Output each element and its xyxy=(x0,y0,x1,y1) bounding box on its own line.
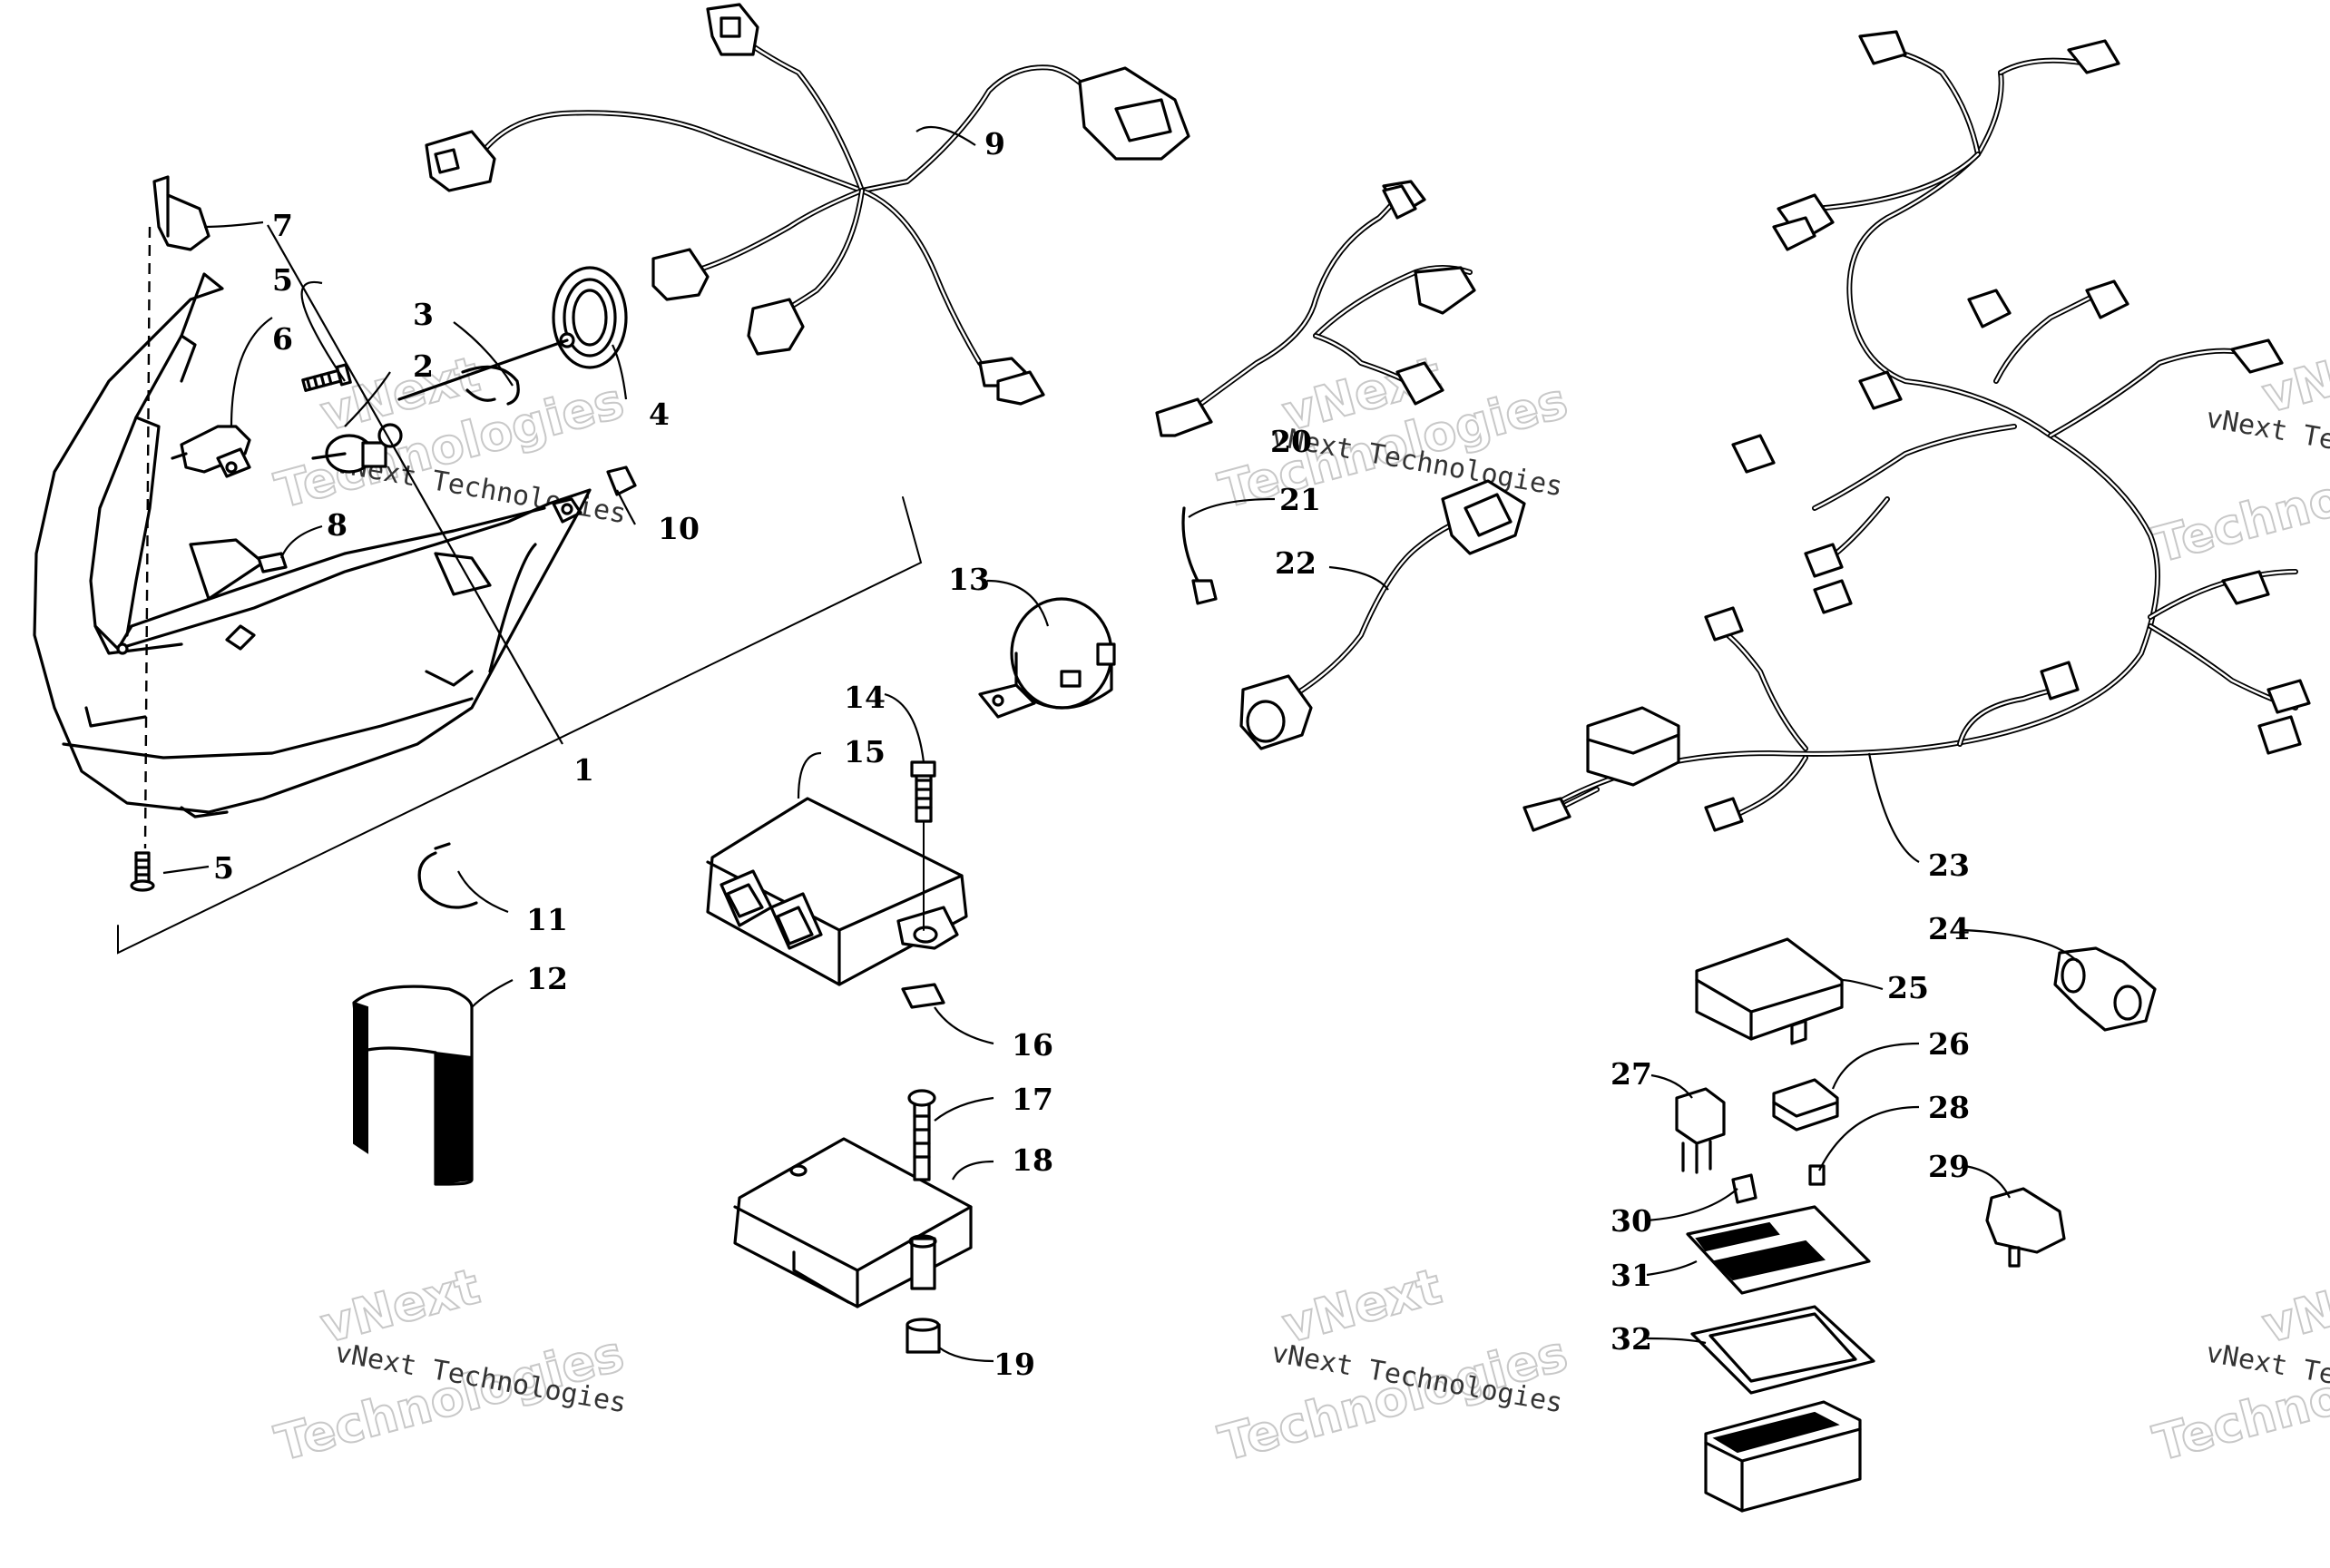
callout-5-bottom: 5 xyxy=(213,850,234,886)
svg-text:vNext Technologies: vNext Technologies xyxy=(2204,402,2330,485)
callout-24: 24 xyxy=(1928,911,1970,946)
harness-22 xyxy=(1239,479,1526,750)
callout-21: 21 xyxy=(1279,482,1321,517)
headlight-hardware xyxy=(130,175,637,1186)
svg-text:vNext: vNext xyxy=(2257,1258,2330,1355)
callout-31: 31 xyxy=(1610,1258,1652,1293)
callout-14: 14 xyxy=(844,680,886,715)
callout-28: 28 xyxy=(1928,1090,1970,1125)
callout-16: 16 xyxy=(1012,1027,1053,1063)
module-18 xyxy=(733,1089,973,1354)
callout-12: 12 xyxy=(526,961,568,996)
main-harness-23 xyxy=(1522,30,2311,832)
callout-1: 1 xyxy=(573,752,594,788)
callout-23: 23 xyxy=(1928,848,1970,883)
callout-17: 17 xyxy=(1012,1082,1053,1117)
callout-4: 4 xyxy=(649,397,670,432)
callout-18: 18 xyxy=(1012,1142,1053,1178)
fuse-relay-box xyxy=(1675,937,2157,1513)
headlight-housing xyxy=(33,272,923,955)
harness-9 xyxy=(425,3,1190,406)
flasher-unit xyxy=(978,597,1116,719)
callout-32: 32 xyxy=(1610,1321,1652,1357)
ecu-hardware xyxy=(901,760,945,1009)
callout-25: 25 xyxy=(1887,970,1929,1005)
callout-7: 7 xyxy=(272,208,293,243)
callout-2: 2 xyxy=(413,348,434,384)
callout-19: 19 xyxy=(994,1347,1035,1382)
callout-labels: 1 2 3 4 5 5 6 7 8 9 10 11 12 13 14 15 16… xyxy=(213,126,1970,1382)
watermark-6: vNext Technologies vNext Technologies xyxy=(2147,1257,2330,1474)
callout-27: 27 xyxy=(1610,1056,1652,1092)
callout-30: 30 xyxy=(1610,1203,1652,1239)
callout-3: 3 xyxy=(413,297,434,332)
callout-8: 8 xyxy=(327,507,348,543)
callout-11: 11 xyxy=(526,902,568,937)
callout-15: 15 xyxy=(844,734,886,769)
callout-20: 20 xyxy=(1270,424,1312,459)
callout-9: 9 xyxy=(984,126,1005,162)
watermark-3: vNext Technologies vNext Technologies xyxy=(2147,327,2330,575)
callout-6: 6 xyxy=(272,321,293,357)
leader-lines xyxy=(162,125,2079,1363)
callout-26: 26 xyxy=(1928,1026,1970,1062)
control-module-15 xyxy=(706,797,968,986)
harness-20 xyxy=(1155,180,1476,605)
callout-5-top: 5 xyxy=(272,262,293,298)
callout-22: 22 xyxy=(1275,545,1317,581)
watermark-4: vNext Technologies vNext Technologies xyxy=(269,1257,631,1474)
callout-10: 10 xyxy=(658,511,700,546)
svg-text:vNext: vNext xyxy=(1277,1258,1447,1355)
callout-29: 29 xyxy=(1928,1149,1970,1184)
callout-13: 13 xyxy=(948,562,990,597)
watermark-2: vNext Technologies vNext Technologies xyxy=(1212,345,1574,521)
watermark-5: vNext Technologies vNext Technologies xyxy=(1212,1257,1574,1474)
